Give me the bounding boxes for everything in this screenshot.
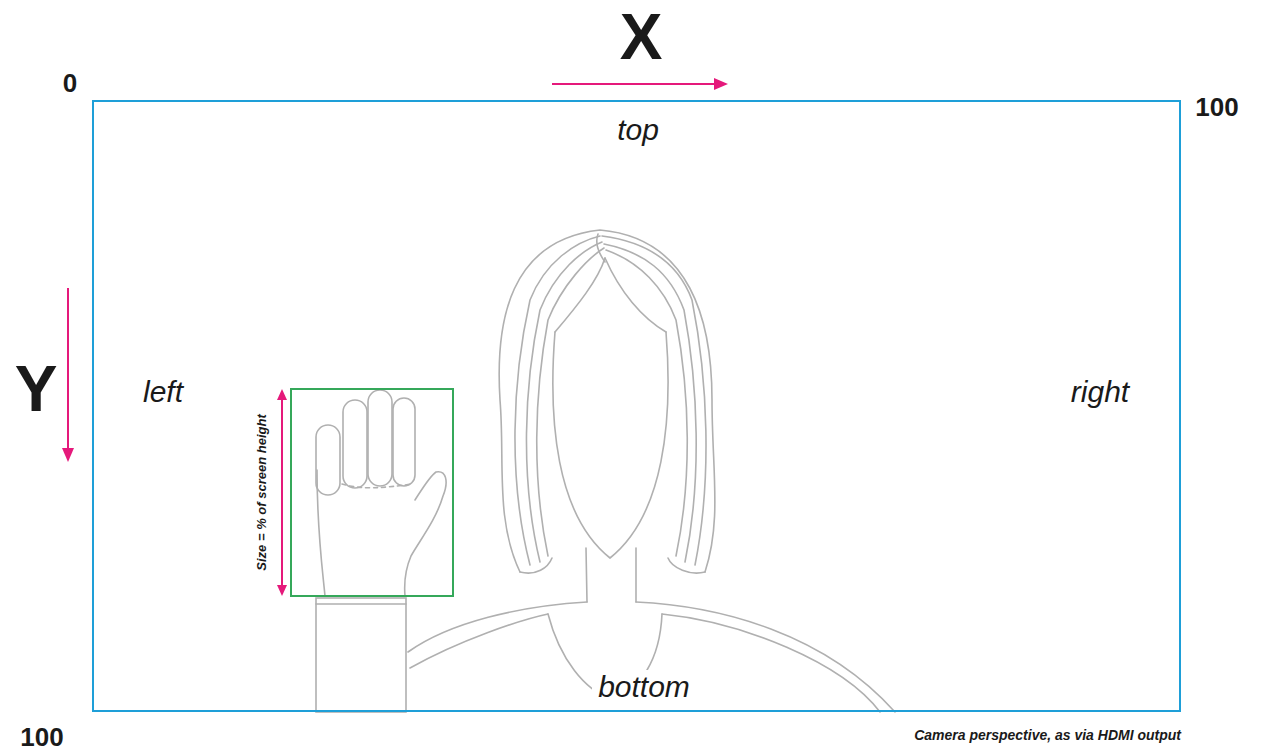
dimension-label: Size = % of screen height <box>255 414 270 570</box>
bangs <box>605 258 666 332</box>
wrist <box>316 598 406 712</box>
hair-outline <box>668 558 705 573</box>
hair-part <box>597 234 605 262</box>
shoulder <box>410 614 548 668</box>
finger <box>368 390 392 486</box>
edge-label: right <box>1071 375 1129 410</box>
y-axis-arrow <box>62 288 74 462</box>
edge-label: top <box>617 113 659 148</box>
scale-value: 100 <box>1195 93 1238 123</box>
hair-strand <box>537 248 604 556</box>
note: Camera perspective, as via HDMI output <box>914 727 1181 743</box>
hair-strand <box>602 236 706 565</box>
hair-outline <box>499 230 715 572</box>
y-arrow-line <box>67 288 69 450</box>
arrow-head <box>277 585 287 596</box>
axis-name: Y <box>15 353 58 427</box>
x-axis-arrow <box>552 78 728 90</box>
finger <box>316 425 340 495</box>
arrow-head <box>62 448 74 462</box>
arrow-head <box>277 389 287 400</box>
thumb <box>405 472 446 596</box>
cuff <box>316 603 406 605</box>
neck <box>586 548 587 602</box>
hand-box <box>291 389 453 596</box>
edge-label: bottom <box>592 670 696 705</box>
hair-strand <box>604 244 696 562</box>
size-arrow <box>277 389 287 596</box>
size-arrow-line <box>281 398 283 587</box>
shoulder <box>408 602 587 652</box>
scale-value: 0 <box>63 69 77 99</box>
face <box>553 332 668 558</box>
x-arrow-line <box>552 83 716 85</box>
hair-outline <box>520 558 552 573</box>
scale-value: 100 <box>20 723 63 753</box>
axis-name: X <box>620 1 663 75</box>
neck <box>635 548 637 602</box>
knuckle-line <box>342 484 412 488</box>
arrow-head <box>714 78 728 90</box>
finger <box>343 400 367 488</box>
camera-frame: top left right bottom <box>92 100 1181 712</box>
palm <box>317 470 325 596</box>
bangs <box>555 258 605 332</box>
person-figure <box>316 230 895 712</box>
finger <box>393 398 415 486</box>
edge-label: left <box>143 375 183 410</box>
